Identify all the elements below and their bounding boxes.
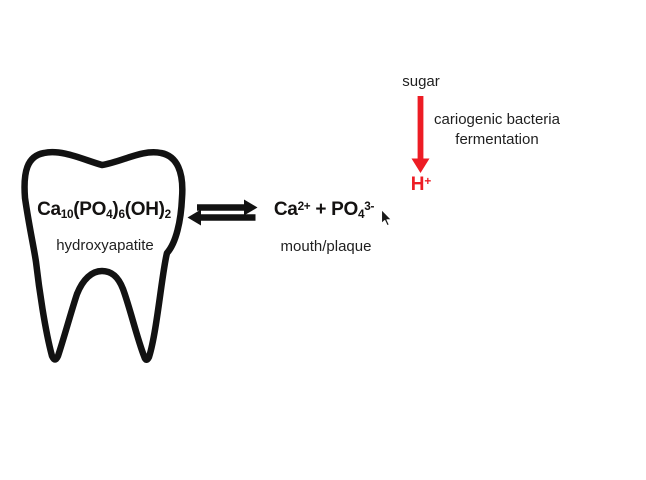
mouse-cursor-icon [380,208,393,227]
hydroxyapatite-name-label: hydroxyapatite [56,237,154,254]
fermentation-process-label: cariogenic bacteria fermentation [434,110,560,150]
tooth-outline-shape [21,148,186,363]
sugar-label: sugar [402,73,440,90]
mouth-plaque-label: mouth/plaque [280,238,372,255]
dissolved-ions-formula: Ca2+ + PO43- [273,199,375,221]
hydroxyapatite-formula: Ca10(PO4)6(OH)2 [37,199,171,221]
equilibrium-reverse-arrow [187,209,256,226]
fermentation-down-arrow [411,96,430,173]
hydrogen-ion-formula: H+ [410,174,432,195]
equilibrium-forward-arrow [197,199,258,216]
fermentation-process-line1: cariogenic bacteria [434,111,560,128]
fermentation-process-line2: fermentation [455,131,539,148]
